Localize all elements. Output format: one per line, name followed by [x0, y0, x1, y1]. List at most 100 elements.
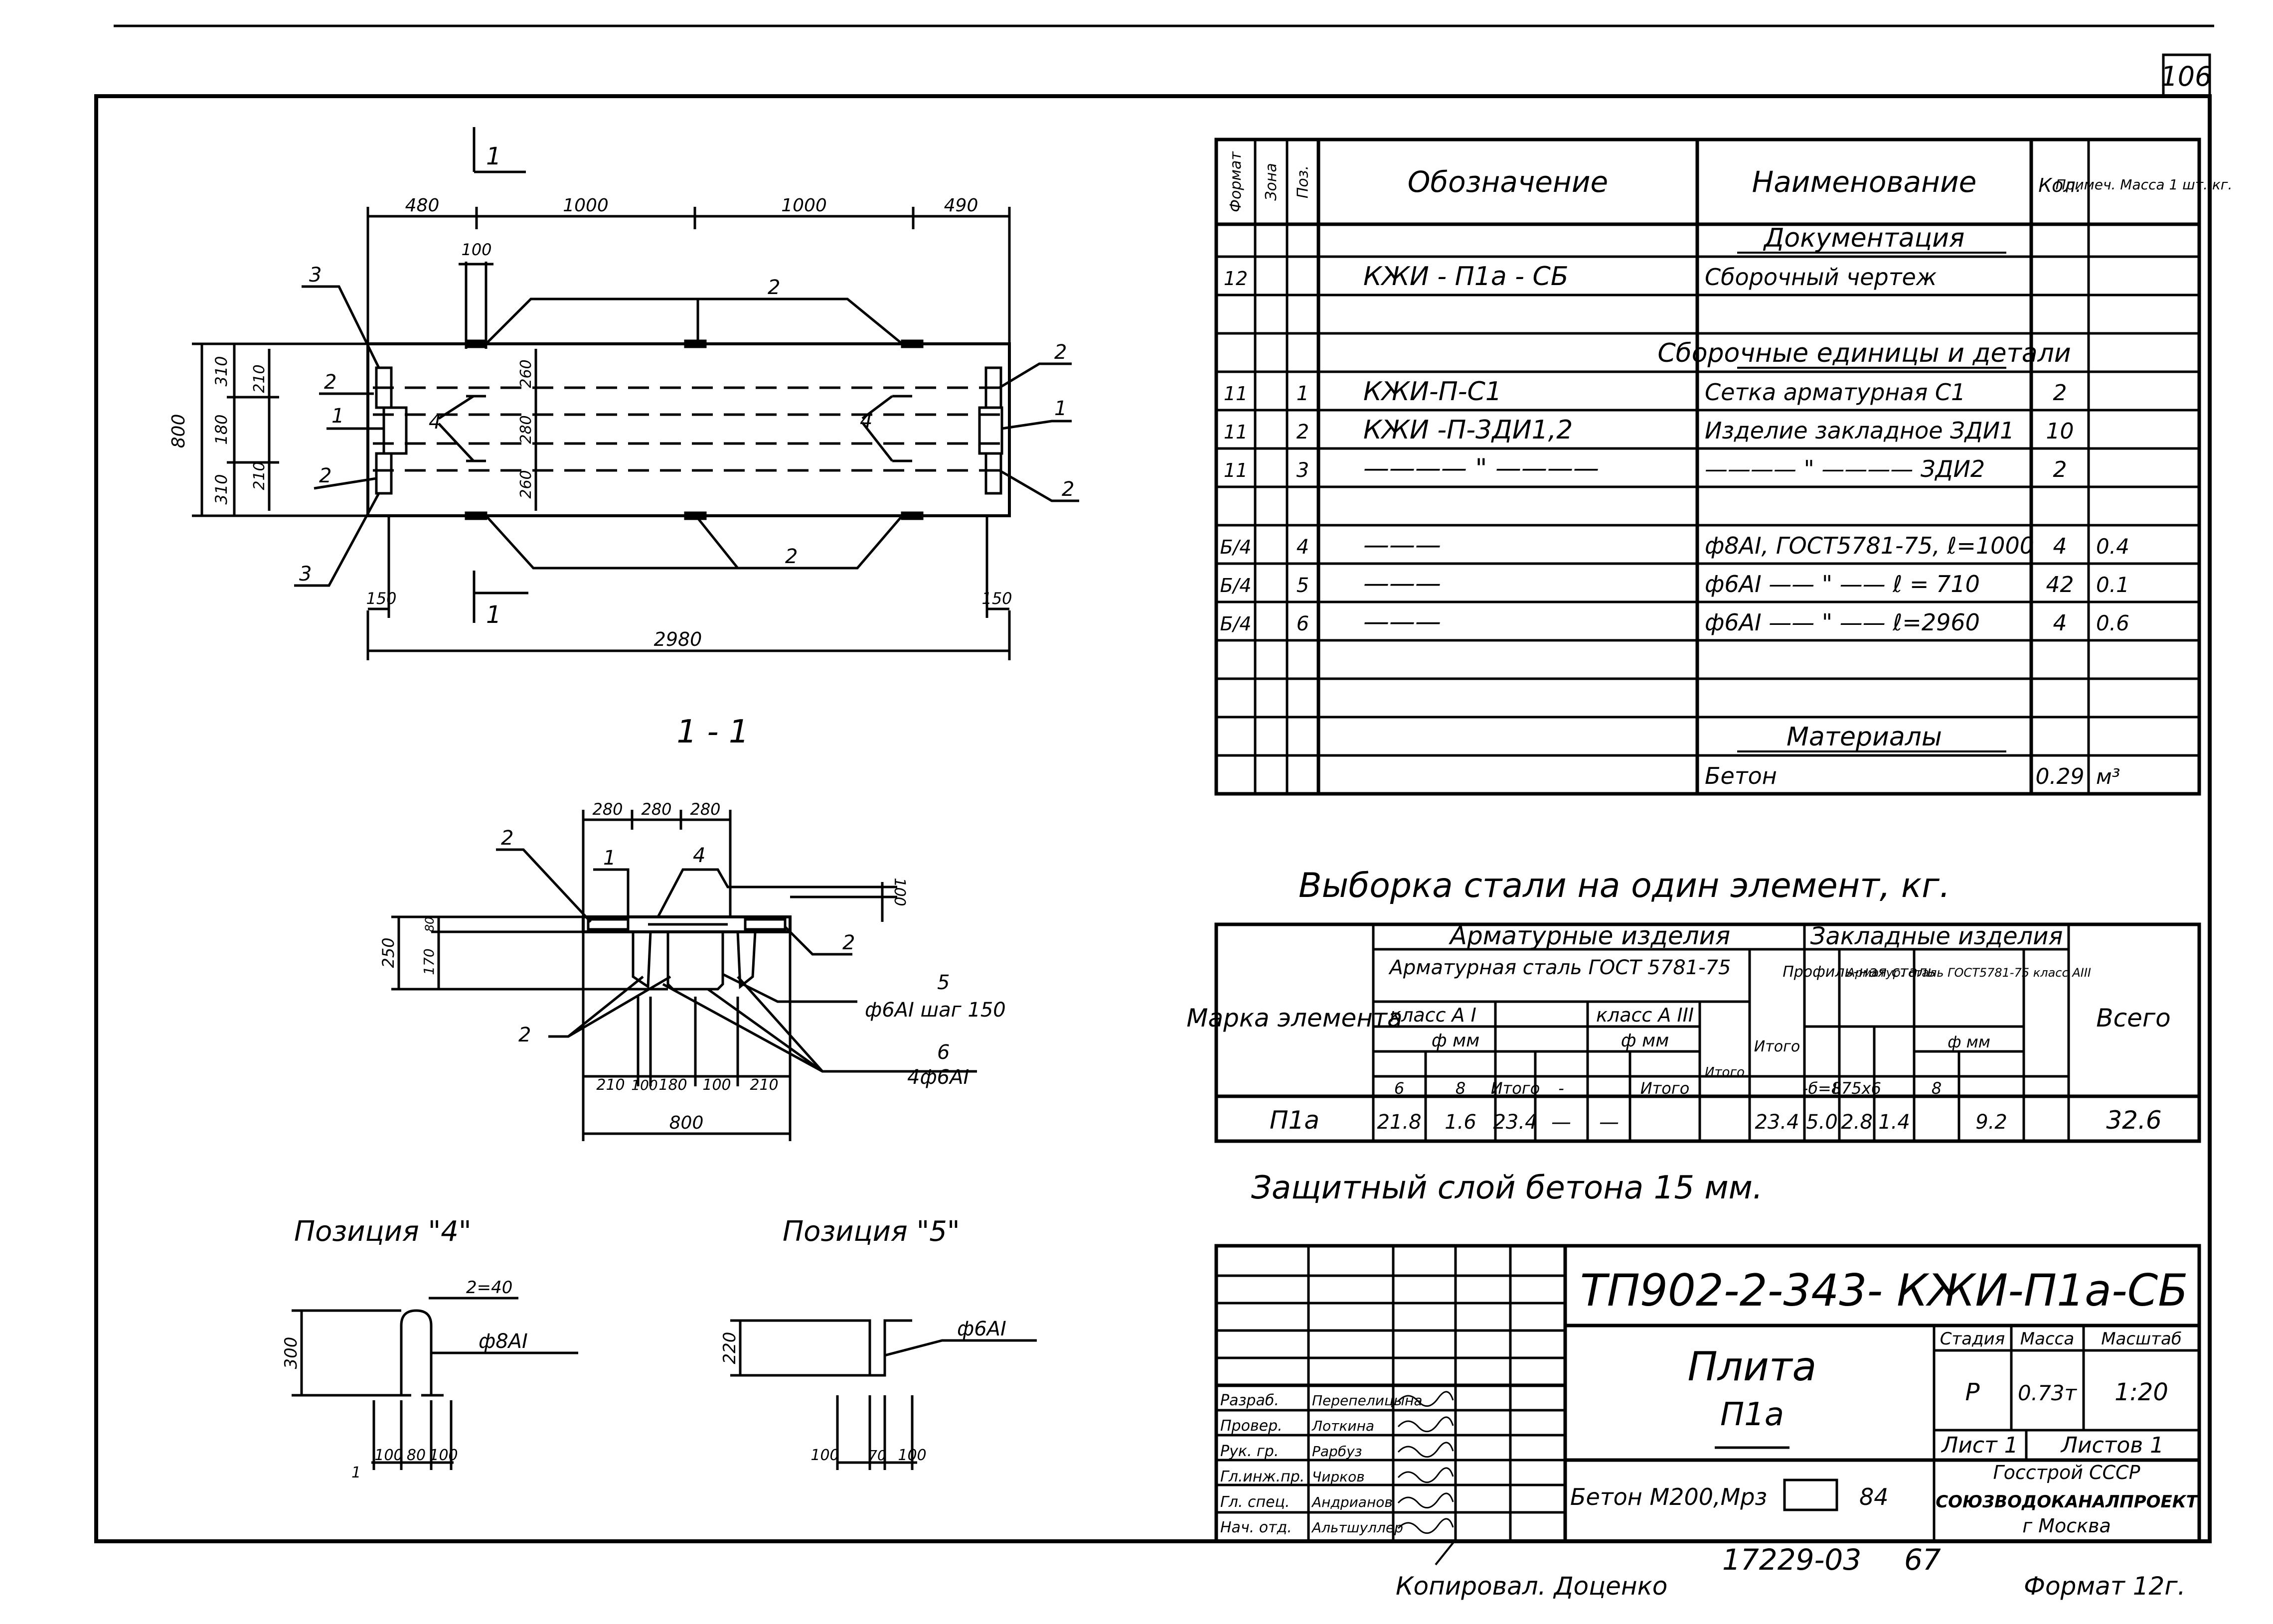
steel-h-a3: класс А III [1596, 1004, 1694, 1026]
role-name: Чирков [1312, 1469, 1365, 1485]
role-name: Альтшуллер [1311, 1519, 1403, 1536]
steel-h-mm3: ф мм [1948, 1033, 1990, 1051]
drawing-code: ТП902-2-343- КЖИ-П1а-СБ [1580, 1265, 2188, 1316]
spec-cell-fmt: Б/4 [1220, 536, 1251, 558]
position-5-detail: Позиция "5" 220 ф6АI 100 70 100 [720, 1215, 1037, 1470]
spec-cell-note: м³ [2096, 764, 2120, 789]
steel-sub-1: 8 [1456, 1079, 1465, 1098]
sec-top-0: 280 [592, 800, 623, 819]
spec-header-0: Формат [1227, 151, 1245, 212]
sec-callout-4: 2 [518, 1024, 531, 1046]
role-label: Разраб. [1220, 1392, 1279, 1409]
sec-side-0: 250 [379, 937, 398, 968]
spec-cell-qty: 42 [2046, 572, 2074, 597]
steel-sub-7: -б=8 [1802, 1079, 1841, 1098]
protect-note: Защитный слой бетона 15 мм. [1251, 1170, 1763, 1206]
steel-sub-5: Итого [1640, 1079, 1690, 1098]
steel-val-1: 1.6 [1445, 1111, 1476, 1134]
stage-value: Р [1965, 1378, 1980, 1406]
spec-cell-des: ———— " ———— [1363, 453, 1599, 483]
steel-text: Марка элемента Арматурные изделия Заклад… [1186, 921, 2170, 1135]
callout-plan-4: 3 [299, 563, 312, 586]
role-label: Гл.инж.пр. [1220, 1468, 1304, 1485]
plan-view: 1 480 1000 1000 490 100 [168, 127, 1079, 660]
role-label: Провер. [1220, 1417, 1283, 1435]
spec-cell-qty: 10 [2046, 419, 2074, 444]
product-mark: П1а [1720, 1396, 1784, 1433]
role-name: Рарбуз [1312, 1443, 1362, 1460]
spec-cell-pos: 1 [1297, 382, 1309, 405]
signature-mark [1397, 1467, 1454, 1483]
pos5-height: 220 [720, 1332, 740, 1364]
org-line-1: Госстрой СССР [1993, 1462, 2140, 1483]
scale-header: Масштаб [2101, 1329, 2182, 1349]
dim-top-0: 480 [405, 195, 440, 216]
callout-plan-5: 2 [768, 276, 780, 299]
spec-cell-fmt: 11 [1224, 383, 1248, 405]
spec-header-4: Наименование [1752, 165, 1977, 199]
spec-cell-pos: 5 [1297, 574, 1309, 597]
steel-val-7: 5.0 [1806, 1111, 1838, 1134]
copied-by: Копировал. Доценко [1396, 1572, 1667, 1601]
section-title: 1 - 1 [676, 714, 749, 750]
steel-h-itogo: Итого [1754, 1038, 1800, 1055]
spec-cell-name: Материалы [1786, 722, 1942, 752]
spec-header-2: Поз. [1295, 165, 1312, 198]
spec-cell-qty: 0.29 [2036, 764, 2085, 789]
archive-suffix: 67 [1904, 1543, 1941, 1577]
section-1-1: 1 - 1 280 280 280 250 170 80 100 210 100… [379, 714, 1006, 1141]
callout-plan-9: 2 [1054, 341, 1067, 364]
pos5-dim-0: 100 [811, 1447, 839, 1464]
steel-sub-0: 6 [1394, 1079, 1404, 1098]
spec-header-6: Примеч. Масса 1 шт. кг. [2056, 176, 2233, 193]
steel-h-arm: Арматурные изделия [1449, 921, 1731, 950]
spec-cell-name: Сборочные единицы и детали [1657, 338, 2071, 368]
stage-header: Стадия [1940, 1329, 2005, 1349]
steel-val-6: 23.4 [1755, 1111, 1799, 1134]
steel-sub-8: L75x6 [1832, 1079, 1881, 1098]
spec-cell-name: Сетка арматурная С1 [1705, 379, 1965, 406]
sec-callout-0: 2 [501, 827, 513, 850]
sec-total: 800 [669, 1113, 704, 1133]
section-mark-bottom: 1 [486, 601, 501, 629]
spec-cell-fmt: 11 [1224, 459, 1248, 481]
spec-cell-note: 0.1 [2096, 573, 2129, 597]
dim-100: 100 [461, 240, 491, 259]
page-number: 106 [2160, 61, 2212, 92]
dim-left-1: 180 [212, 414, 231, 444]
spec-cell-pos: 3 [1297, 459, 1309, 482]
callout-plan-3: 2 [319, 464, 331, 487]
spec-cell-des: ——— [1363, 607, 1441, 637]
dim-top-2: 1000 [781, 195, 827, 216]
sec-bot-1: 100 [631, 1077, 657, 1093]
spec-cell-note: 0.6 [2096, 611, 2129, 635]
steel-h-mark: Марка элемента [1186, 1004, 1402, 1033]
archive-number: 17229-03 [1722, 1543, 1861, 1577]
spec-cell-pos: 6 [1297, 612, 1309, 635]
steel-sub-2: Итого [1491, 1079, 1540, 1098]
steel-val-8: 2.8 [1841, 1111, 1873, 1134]
spec-cell-name: ф8АI, ГОСТ5781-75, ℓ=1000 [1705, 532, 2034, 559]
sec-bot-3: 100 [702, 1076, 731, 1094]
title-block-text: ТП902-2-343- КЖИ-П1а-СБ Плита П1а Бетон … [1220, 1265, 2199, 1537]
material-spec: Бетон М200,Мрз [1570, 1483, 1767, 1510]
pos4-dim-0: 1 [351, 1464, 361, 1481]
slab-outline [366, 342, 1011, 517]
callout-plan-2: 1 [331, 405, 344, 428]
dim-end-1: 150 [981, 589, 1012, 608]
pos5-dim-1: 70 [868, 1447, 886, 1464]
sec-bot-0: 210 [596, 1076, 625, 1094]
signature-mark [1397, 1518, 1454, 1534]
sec-bot-2: 180 [658, 1076, 687, 1094]
spec-cell-qty: 4 [2053, 610, 2067, 636]
callout-plan-1: 2 [324, 371, 336, 394]
spec-cell-qty: 2 [2053, 457, 2067, 482]
sheet-frame [94, 94, 2212, 1543]
spec-cell-des: КЖИ -П-3ДИ1,2 [1363, 415, 1573, 445]
steel-val-0: 21.8 [1377, 1111, 1421, 1134]
steel-h-mm1: ф мм [1432, 1031, 1480, 1051]
steel-sub-5b: Итого [1705, 1065, 1745, 1080]
role-label: Гл. спец. [1220, 1493, 1290, 1511]
